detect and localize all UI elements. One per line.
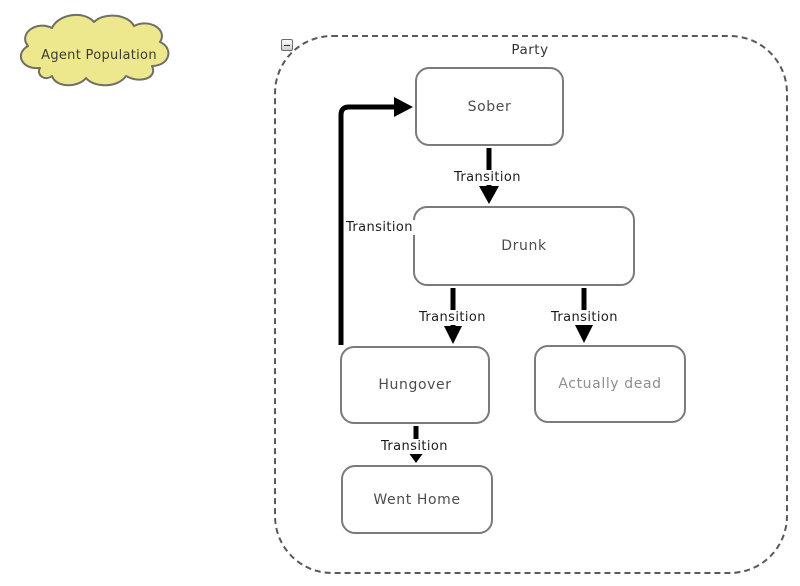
transition-label-drunk-actually-dead[interactable]: Transition [549, 310, 620, 325]
agent-population-cloud[interactable]: Agent Population [14, 10, 176, 90]
state-hungover-label: Hungover [378, 377, 452, 393]
transition-label-hungover-sober[interactable]: Transition [344, 220, 415, 235]
agent-population-label: Agent Population [41, 48, 157, 63]
state-went-home-label: Went Home [373, 491, 461, 508]
minus-glyph [284, 45, 290, 46]
state-drunk-label: Drunk [501, 238, 547, 254]
state-went-home[interactable]: Went Home [341, 465, 493, 534]
transition-label-drunk-hungover[interactable]: Transition [417, 310, 488, 325]
state-actually-dead-label: Actually dead [558, 376, 662, 392]
state-hungover[interactable]: Hungover [340, 346, 490, 424]
statechart-title[interactable]: Party [511, 42, 549, 58]
transition-label-hungover-went-home[interactable]: Transition [379, 439, 450, 454]
cloud-icon [19, 13, 170, 87]
state-sober[interactable]: Sober [415, 67, 564, 146]
statechart-boundary[interactable] [274, 35, 788, 574]
collapse-minus-icon[interactable] [281, 39, 293, 51]
state-actually-dead[interactable]: Actually dead [534, 345, 686, 423]
state-drunk[interactable]: Drunk [413, 206, 635, 286]
transition-label-sober-drunk[interactable]: Transition [452, 170, 523, 185]
state-sober-label: Sober [467, 98, 512, 115]
